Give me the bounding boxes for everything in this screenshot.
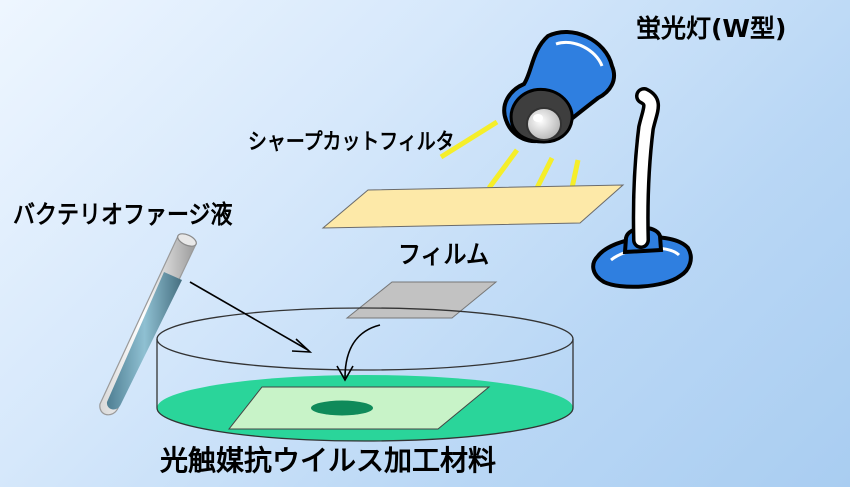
filter-label: シャープカットフィルタ	[248, 130, 455, 155]
sharp-cut-filter	[321, 184, 625, 229]
film-label: フィルム	[398, 240, 490, 269]
material-label: 光触媒抗ウイルス加工材料	[160, 444, 497, 477]
test-tube-icon	[99, 233, 197, 416]
bacteriophage-label: バクテリオファージ液	[13, 200, 233, 229]
arrows	[189, 281, 381, 382]
lamp-label: 蛍光灯(W型)	[636, 14, 787, 43]
desk-lamp-icon	[502, 30, 693, 289]
petri-dish-icon	[156, 307, 574, 442]
film-sheet	[345, 281, 498, 319]
light-rays	[439, 119, 581, 190]
